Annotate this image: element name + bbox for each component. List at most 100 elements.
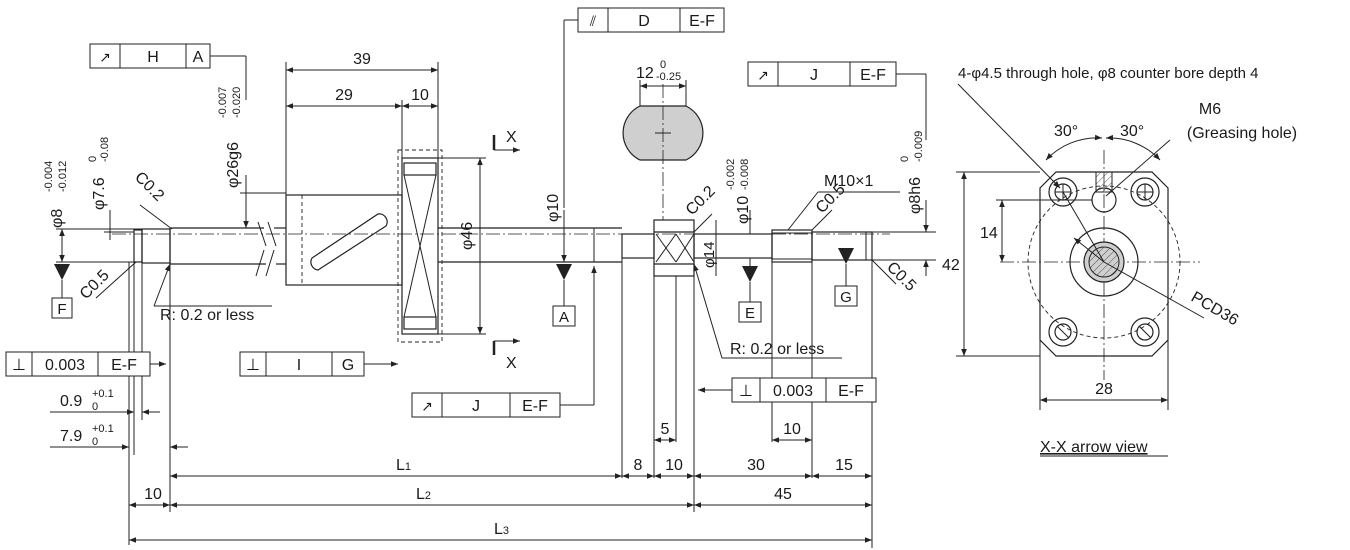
- datum-g: [834, 285, 858, 307]
- fcf-j-ef-top: ↗ J E-F: [747, 61, 927, 140]
- dim-phi10-shaft: φ10: [545, 194, 562, 222]
- dim-45: 45: [774, 486, 792, 503]
- fcf-perp-right: ⊥ 0.003 E-F: [698, 377, 877, 403]
- datum-e-label: E: [745, 305, 755, 322]
- fcf-j-top-datum: E-F: [860, 67, 886, 84]
- dim-phi7-6: φ7.6: [91, 177, 108, 210]
- bearing-seat: [653, 219, 695, 277]
- dim-14: 14: [980, 225, 998, 242]
- left-end-step: [133, 229, 143, 263]
- perpendicularity-icon-right: ⊥: [739, 383, 753, 400]
- fcf-perp-left: ⊥ 0.003 E-F: [5, 351, 166, 377]
- shaft-step: [621, 233, 655, 259]
- dim-phi10-bearing-upper: -0.002: [725, 159, 737, 190]
- section-label-bottom: X: [506, 355, 517, 372]
- fcf-j-bottom-datum: E-F: [522, 398, 548, 415]
- fcf-i-tol: I: [297, 357, 301, 374]
- chamfer-c0-2-left: C0.2: [131, 169, 167, 205]
- dim-42: 42: [942, 257, 960, 274]
- break-mark-1: [255, 221, 267, 277]
- fcf-d-ef: ⫽ D E-F: [563, 7, 725, 208]
- dim-10-seat: 10: [665, 457, 683, 474]
- dim-39: 39: [353, 51, 371, 68]
- dim-12-flat-lower: -0.25: [656, 71, 681, 83]
- m6-callout: M6: [1199, 101, 1221, 118]
- fcf-perp-left-tol: 0.003: [45, 357, 85, 374]
- dim-l3: L3: [494, 521, 509, 538]
- return-tube-slot: [310, 213, 388, 271]
- runout-icon-top: ↗: [757, 67, 769, 83]
- dim-12-flat-upper: 0: [660, 59, 666, 71]
- chamfer-c0-5-left: C0.5: [77, 267, 113, 303]
- dim-5: 5: [661, 421, 670, 438]
- fcf-perp-right-datum: E-F: [838, 383, 864, 400]
- dimensions-right: φ46 φ10 C0.2 φ10 -0.002 -0.008 φ14 M10×1…: [129, 131, 936, 548]
- view-caption: X-X arrow view: [1040, 439, 1148, 456]
- dim-phi10-bearing: φ10: [735, 196, 752, 224]
- datum-f: [51, 297, 73, 319]
- datum-g-label: G: [840, 289, 852, 306]
- dim-phi8-lower: -0.012: [57, 161, 69, 192]
- runout-icon-bottom: ↗: [421, 398, 433, 414]
- fcf-j-ef-bottom: ↗ J E-F: [411, 266, 597, 418]
- fcf-perp-right-tol: 0.003: [773, 383, 813, 400]
- angle-30-right: 30°: [1120, 123, 1144, 140]
- dim-15: 15: [835, 457, 853, 474]
- dim-phi8: φ8: [49, 209, 66, 228]
- dim-phi26-upper: -0.007: [217, 87, 229, 118]
- dim-30: 30: [747, 457, 765, 474]
- m10-thread: [771, 229, 813, 263]
- dim-7-9: 7.9: [60, 428, 82, 445]
- dim-l1: L1: [396, 457, 411, 474]
- dim-phi7-6-upper: 0: [87, 156, 99, 162]
- datum-f-label: F: [57, 301, 66, 318]
- bolt-hole-tr: [1130, 177, 1160, 207]
- dim-29: 29: [335, 87, 353, 104]
- fcf-h-datum: A: [193, 49, 204, 66]
- dim-8: 8: [634, 457, 643, 474]
- dim-10-flange: 10: [411, 87, 429, 104]
- chamfer-c0-2-right: C0.2: [683, 183, 719, 219]
- datum-e: [738, 301, 762, 323]
- bolt-hole-bl: [1048, 317, 1078, 347]
- datum-markers: F A E G: [51, 248, 858, 327]
- dim-10-left-end: 10: [144, 486, 162, 503]
- flat-section-detail: 12 0 -0.25: [622, 59, 704, 220]
- section-line: X X: [492, 129, 520, 372]
- shaft-side-view: [112, 149, 890, 343]
- dim-phi10-bearing-lower: -0.008: [739, 159, 751, 190]
- dim-phi46: φ46: [459, 222, 476, 250]
- radius-note-left: R: 0.2 or less: [160, 307, 254, 324]
- dim-l2: L2: [416, 486, 431, 503]
- thread-m10: M10×1: [824, 173, 873, 190]
- nut-body: [285, 194, 403, 286]
- datum-a-label: A: [559, 309, 569, 326]
- fcf-h-a: ↗ H A: [89, 43, 247, 100]
- fcf-i-g: ⊥ I G: [239, 351, 398, 377]
- fcf-h-tol: H: [147, 49, 159, 66]
- runout-icon: ↗: [99, 49, 111, 65]
- dimensions-left: 39 29 10 φ26g6 -0.007 -0.020 φ8 -0.004 -…: [43, 51, 439, 545]
- dim-phi8-upper: -0.004: [43, 161, 55, 192]
- greasing-hole: [1095, 171, 1113, 193]
- dim-phi14: φ14: [701, 242, 718, 268]
- fcf-d-datum: E-F: [689, 13, 715, 30]
- dim-0-9-lower: 0: [92, 401, 98, 413]
- hole-callout: 4-φ4.5 through hole, φ8 counter bore dep…: [958, 65, 1259, 82]
- dim-phi8h6-lower: -0.009: [913, 131, 925, 162]
- dim-phi7-6-lower: -0.08: [99, 137, 111, 162]
- fcf-j-bottom-tol: J: [472, 398, 480, 415]
- angle-30-left: 30°: [1054, 123, 1078, 140]
- dim-7-9-upper: +0.1: [92, 423, 114, 435]
- right-end: [811, 231, 873, 261]
- nut-flange: [401, 157, 439, 335]
- dim-phi8h6: φ8h6: [907, 177, 924, 214]
- total-runout-icon: ⫽: [589, 13, 597, 29]
- perpendicularity-icon-i: ⊥: [246, 357, 260, 374]
- dim-12-flat: 12: [636, 65, 654, 82]
- fcf-i-datum: G: [342, 357, 354, 374]
- fcf-perp-left-datum: E-F: [111, 357, 137, 374]
- fcf-j-top-tol: J: [810, 67, 818, 84]
- bolt-hole-br: [1130, 317, 1160, 347]
- dim-0-9-upper: +0.1: [92, 388, 114, 400]
